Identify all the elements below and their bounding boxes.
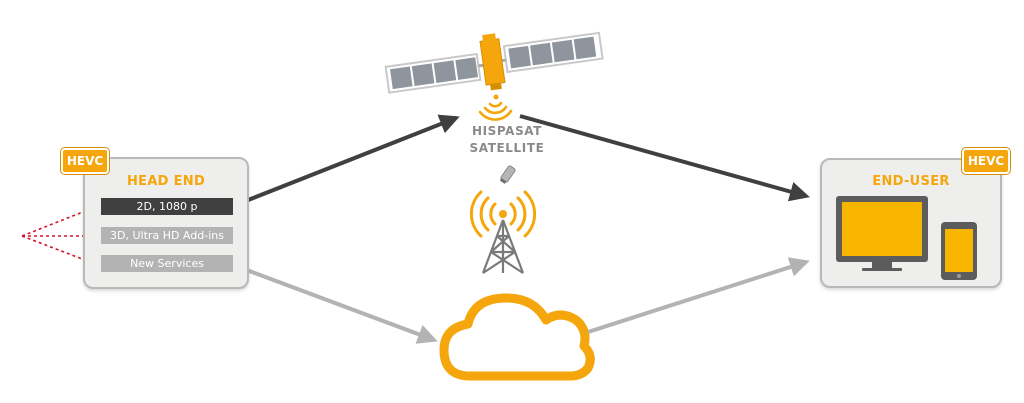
end-user-devices bbox=[836, 196, 977, 280]
end-user-hevc-badge: HEVC bbox=[962, 148, 1010, 174]
service-new-services: New Services bbox=[101, 255, 233, 272]
head-end-title: HEAD END bbox=[126, 174, 206, 189]
end-user-title: END-USER bbox=[872, 174, 950, 189]
cloud-icon bbox=[439, 293, 595, 381]
arrow-headend-to-cloud bbox=[235, 264, 438, 344]
satellite-label: HISPASAT SATELLITE bbox=[455, 123, 559, 157]
monitor-icon bbox=[836, 196, 928, 271]
satellite-signal-icon bbox=[478, 94, 513, 121]
end-user-box: END-USER bbox=[820, 158, 1002, 288]
smartphone-icon bbox=[941, 222, 977, 280]
satellite-icon bbox=[384, 31, 604, 94]
service-2d-1080p: 2D, 1080 p bbox=[101, 198, 233, 215]
arrow-cloud-to-enduser bbox=[587, 257, 810, 334]
satellite-label-line2: SATELLITE bbox=[469, 141, 545, 155]
head-end-hevc-badge: HEVC bbox=[61, 148, 109, 174]
head-end-box: HEAD END 2D, 1080 p 3D, Ultra HD Add-ins… bbox=[83, 157, 249, 289]
arrow-headend-to-satellite bbox=[237, 114, 460, 206]
tower-icon bbox=[469, 190, 537, 274]
service-3d-ultra-hd: 3D, Ultra HD Add-ins bbox=[101, 227, 233, 244]
dish-lnb-icon bbox=[499, 165, 516, 184]
satellite-label-line1: HISPASAT bbox=[471, 124, 543, 138]
arrow-satellite-to-enduser bbox=[519, 114, 810, 202]
